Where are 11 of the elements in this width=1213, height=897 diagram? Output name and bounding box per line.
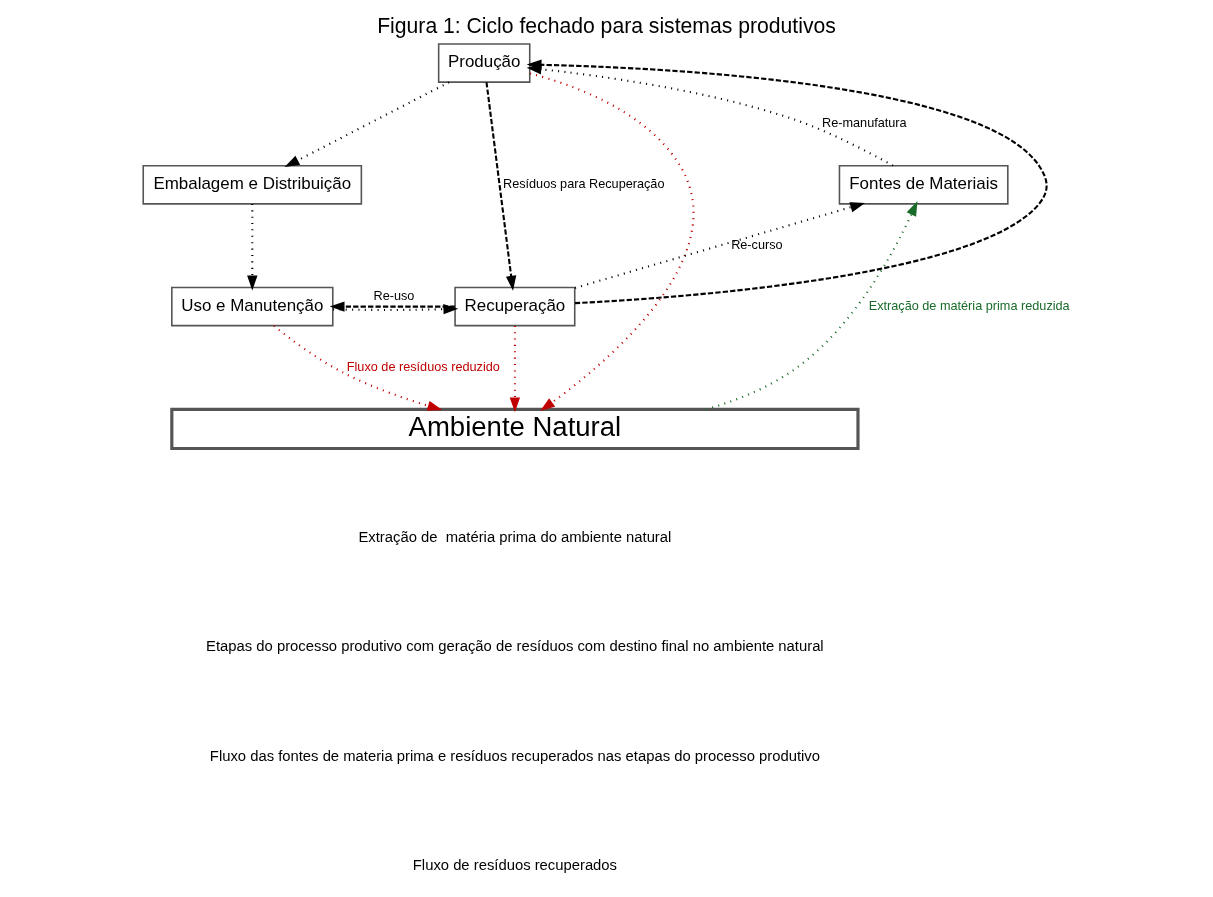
edge-label: Extração de matéria prima reduzida xyxy=(868,298,1070,313)
edge-label: Resíduos para Recuperação xyxy=(502,177,665,192)
edge-label: Re-manufatura xyxy=(822,116,907,131)
edge-label: Re-uso xyxy=(373,288,415,303)
diagram-title: Figura 1: Ciclo fechado para sistemas produtivos xyxy=(377,14,836,38)
legend-label: Etapas do processo produtivo com geração de resíduos com destino final no ambiente natural xyxy=(206,638,824,655)
edge-label: Re-curso xyxy=(731,238,783,253)
legend-label: Fluxo de resíduos recuperados xyxy=(412,856,618,873)
legend-label: Extração de matéria prima do ambiente natural xyxy=(358,529,672,546)
edge-label: Fluxo de resíduos reduzido xyxy=(346,359,500,374)
legend-label: Fluxo das fontes de materia prima e resíduos recuperados nas etapas do processo produtivo xyxy=(209,747,820,764)
